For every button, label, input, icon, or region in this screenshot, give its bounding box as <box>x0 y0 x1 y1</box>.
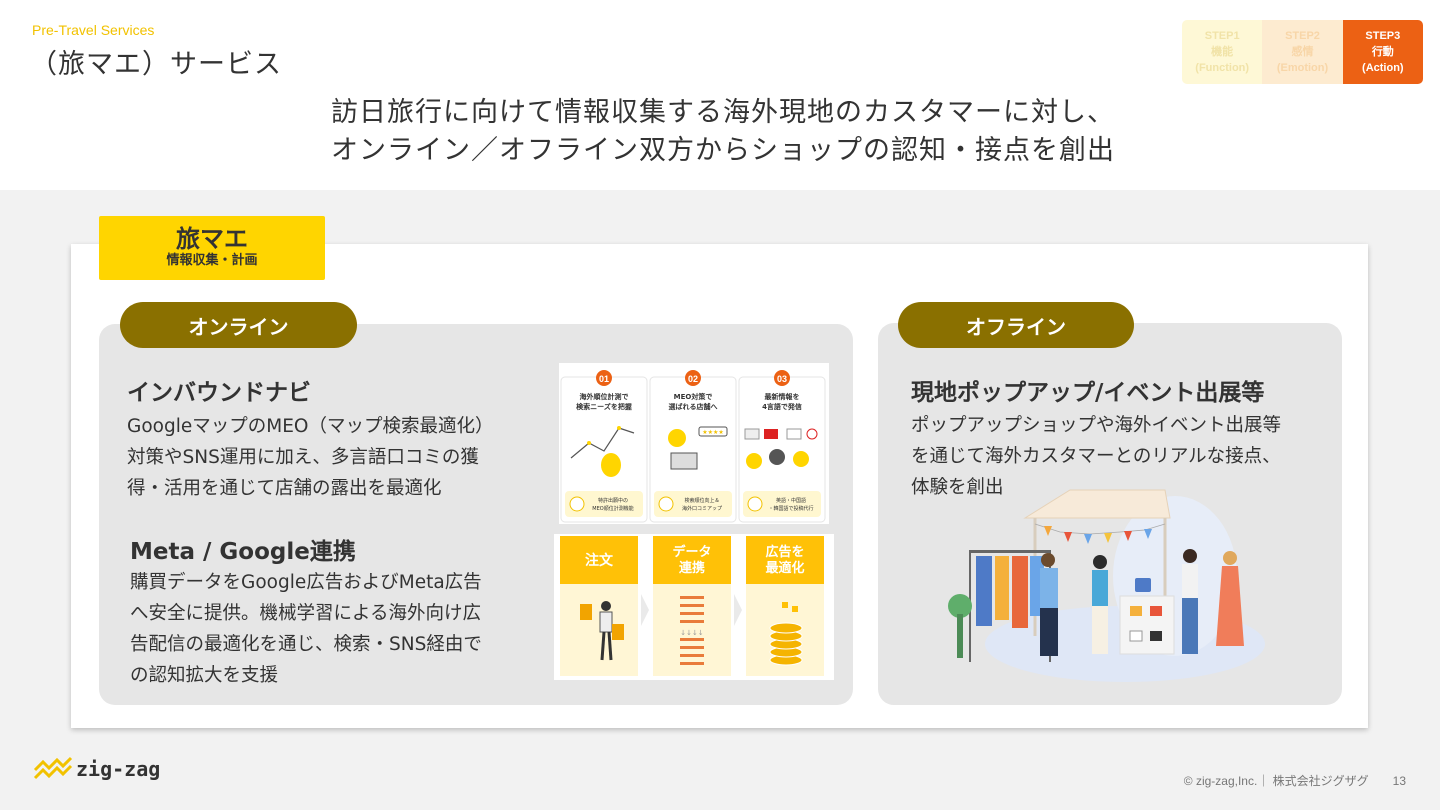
step-3-label: STEP3 <box>1365 30 1401 42</box>
col-2-title-2: 選ばれる店舗へ <box>669 402 718 411</box>
flow-step-2-label-1: データ <box>672 544 711 560</box>
meo-infographic: 01 海外順位計測で 検索ニーズを把握 特許出願中の MEO順位計測機能 02 … <box>559 363 829 524</box>
inbound-navi-title: インバウンドナビ <box>127 380 311 406</box>
col-1-foot-2: MEO順位計測機能 <box>592 505 633 512</box>
flow-step-3-label-1: 広告を <box>765 544 804 560</box>
flow-step-3-label-2: 最適化 <box>765 560 804 576</box>
headline-line-2: オンライン／オフライン双方からショップの認知・接点を創出 <box>331 135 1115 166</box>
meta-google-body: 購買データをGoogle広告およびMeta広告 へ安全に提供。機械学習による海外… <box>130 567 482 691</box>
step-2-en: (Emotion) <box>1276 62 1329 74</box>
popup-shop-illustration <box>948 489 1265 682</box>
step-3: STEP3 行動 (Action) <box>1342 20 1423 84</box>
popup-event-line-2: を通じて海外カスタマーとのリアルな接点、 <box>911 446 1281 467</box>
step-3-en: (Action) <box>1362 62 1404 74</box>
col-3-foot-2: ・韓国語で投稿代行 <box>768 505 813 512</box>
online-pill: オンライン <box>120 302 357 348</box>
col-2-foot-1: 検索順位向上＆ <box>684 497 719 504</box>
eyebrow-label: Pre-Travel Services <box>32 22 155 38</box>
col-3-num: 03 <box>777 374 787 384</box>
offline-pill: オフライン <box>898 302 1134 348</box>
meta-google-line-3: 告配信の最適化を通じ、検索・SNS経由で <box>130 634 482 655</box>
col-1-title-1: 海外順位計測で <box>580 392 629 401</box>
step-2-sub: 感情 <box>1291 46 1314 58</box>
col-3-title-2: 4言語で発信 <box>762 402 802 411</box>
col-1-title-2: 検索ニーズを把握 <box>576 402 632 411</box>
flow-step-2-label-2: 連携 <box>679 560 705 576</box>
step-1-sub: 機能 <box>1211 46 1234 58</box>
svg-text:★★★★: ★★★★ <box>702 429 724 436</box>
col-2-title-1: MEO対策で <box>674 392 713 401</box>
page-title: （旅マエ）サービス <box>30 49 282 80</box>
col-1-num: 01 <box>599 374 609 384</box>
inbound-navi-body: GoogleマップのMEO（マップ検索最適化） 対策やSNS運用に加え、多言語口… <box>127 411 493 504</box>
data-flow-graphic: 注文 データ 連携 ↓↓↓↓ 広告を 最適化 <box>554 534 834 680</box>
zigzag-logo-icon <box>33 756 73 780</box>
meo-infographic-graphic: 01 海外順位計測で 検索ニーズを把握 特許出願中の MEO順位計測機能 02 … <box>560 370 826 523</box>
col-2-foot-2: 海外口コミアップ <box>682 505 722 512</box>
headline-line-1: 訪日旅行に向けて情報収集する海外現地のカスタマーに対し、 <box>331 97 1115 128</box>
step-3-sub: 行動 <box>1371 46 1394 58</box>
infographic-col-3: 03 最新情報を 4言語で発信 英語・中国語 ・韓国語で投稿代行 <box>738 370 826 523</box>
infographic-col-2: 02 MEO対策で 選ばれる店舗へ ★★★★ 検索順位向上＆ 海外口コミアップ <box>649 370 737 523</box>
step-1-label: STEP1 <box>1204 30 1240 42</box>
category-tag: 旅マエ 情報収集・計画 <box>99 216 325 280</box>
col-2-num: 02 <box>688 374 698 384</box>
inbound-navi-line-1: GoogleマップのMEO（マップ検索最適化） <box>127 416 494 437</box>
flow-step-1-label: 注文 <box>585 552 614 569</box>
data-flow-svg: 注文 データ 連携 ↓↓↓↓ 広告を 最適化 <box>560 536 824 676</box>
meta-google-line-1: 購買データをGoogle広告およびMeta広告 <box>130 572 482 593</box>
popup-event-title: 現地ポップアップ/イベント出展等 <box>911 380 1265 406</box>
meta-google-title: Meta / Google連携 <box>130 539 356 565</box>
zigzag-logo-text: zig-zag <box>76 757 161 781</box>
step-2-label: STEP2 <box>1285 30 1320 42</box>
footer-copyright: © zig-zag,Inc.｜ 株式会社ジグザグ 13 <box>1183 774 1406 788</box>
category-tag-subtitle: 情報収集・計画 <box>166 253 258 268</box>
step-1-en: (Function) <box>1195 62 1250 74</box>
step-indicator: STEP1 機能 (Function) STEP2 感情 (Emotion) S… <box>1182 20 1423 84</box>
step-1: STEP1 機能 (Function) <box>1182 20 1263 84</box>
infographic-col-1: 01 海外順位計測で 検索ニーズを把握 特許出願中の MEO順位計測機能 <box>560 370 648 523</box>
step-2: STEP2 感情 (Emotion) <box>1262 20 1343 84</box>
inbound-navi-line-2: 対策やSNS運用に加え、多言語口コミの獲 <box>127 447 479 468</box>
popup-event-line-1: ポップアップショップや海外イベント出展等 <box>911 415 1282 436</box>
col-1-foot-1: 特許出願中の <box>598 497 628 504</box>
meta-google-line-4: の認知拡大を支援 <box>130 665 279 686</box>
inbound-navi-line-3: 得・活用を通じて店舗の露出を最適化 <box>127 478 442 499</box>
popup-event-line-3: 体験を創出 <box>911 477 1004 498</box>
category-tag-title: 旅マエ <box>176 225 248 253</box>
popup-event-body: ポップアップショップや海外イベント出展等 を通じて海外カスタマーとのリアルな接点… <box>911 410 1281 503</box>
svg-text:↓↓↓↓: ↓↓↓↓ <box>680 629 703 637</box>
col-3-title-1: 最新情報を <box>765 392 800 401</box>
headline: 訪日旅行に向けて情報収集する海外現地のカスタマーに対し、 オンライン／オフライン… <box>331 94 1115 170</box>
meta-google-line-2: へ安全に提供。機械学習による海外向け広 <box>130 603 481 624</box>
col-3-foot-1: 英語・中国語 <box>776 497 806 504</box>
